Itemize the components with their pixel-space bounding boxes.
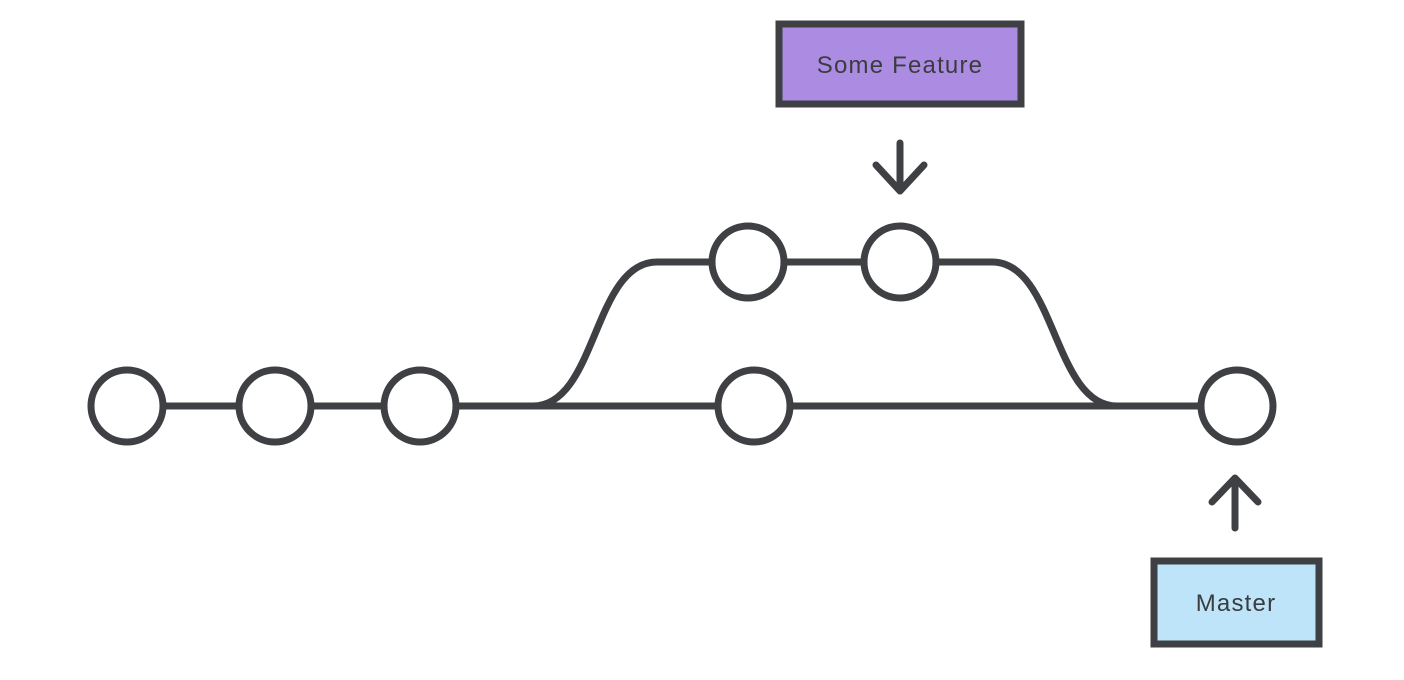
arrow-up-icon: [1208, 474, 1262, 532]
branch-out-curve: [532, 258, 658, 410]
commit-nodes: [87, 222, 1277, 446]
arrow-down-icon: [872, 139, 928, 195]
master-head-commit: [1197, 366, 1277, 446]
merge-in-curve: [991, 258, 1118, 410]
feature-label-group: Some Feature: [775, 20, 1025, 195]
master-commit-2: [235, 366, 315, 446]
feature-label-text: Some Feature: [817, 52, 983, 79]
master-commit-1: [87, 366, 167, 446]
master-label-box: [1150, 557, 1323, 648]
feature-commit-2: [860, 222, 940, 302]
master-label-text: Master: [1196, 590, 1277, 617]
feature-commit-1: [708, 222, 788, 302]
master-commit-4: [714, 366, 794, 446]
feature-label-box: [775, 20, 1025, 108]
master-label-group: Master: [1150, 474, 1323, 648]
master-commit-3: [380, 366, 460, 446]
